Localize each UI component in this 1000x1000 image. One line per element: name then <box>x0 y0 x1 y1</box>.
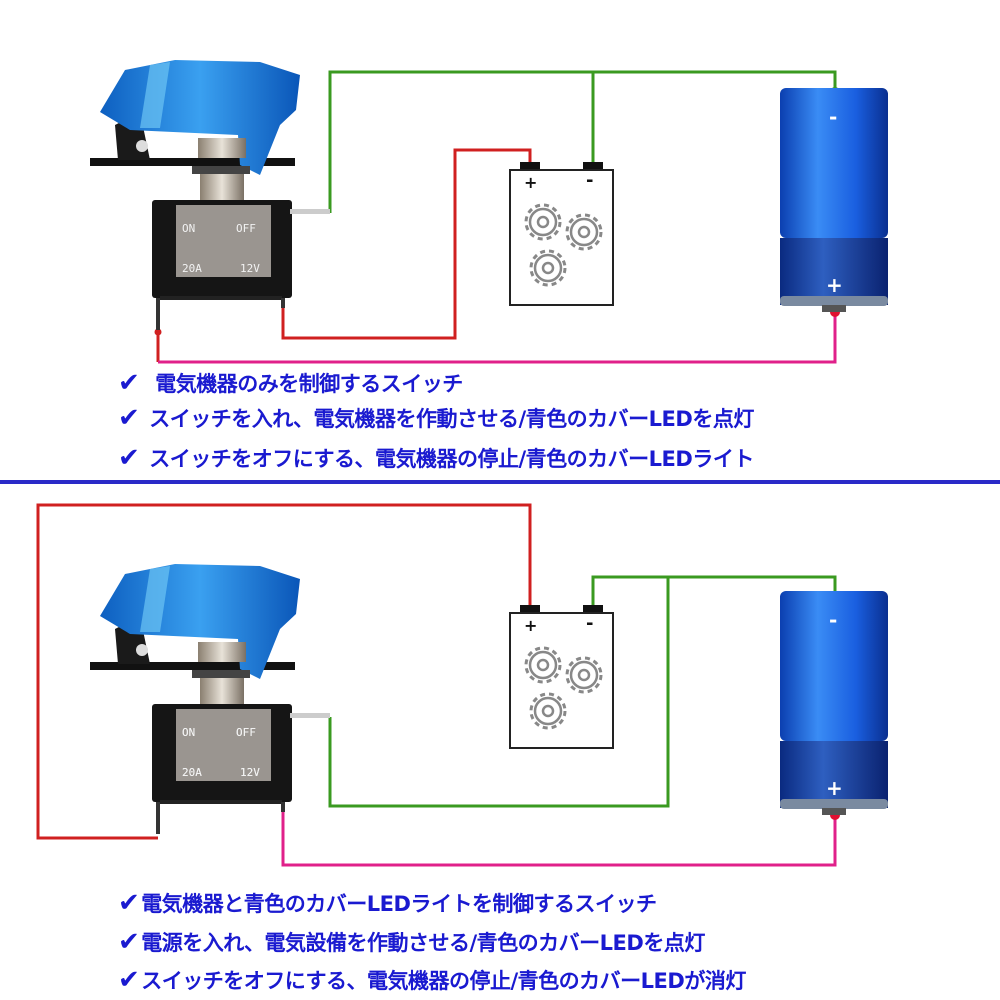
minus-label: - <box>586 170 593 191</box>
feature-line: ✔ スイッチをオフにする、電気機器の停止/青色のカバーLEDが消灯 <box>118 965 746 995</box>
battery-top: - + <box>780 88 888 312</box>
section-divider <box>0 480 1000 484</box>
switch-on-label: ON <box>182 222 195 235</box>
bottom-wires <box>36 503 840 867</box>
feature-line: ✔ 電気機器と青色のカバーLEDライトを制御するスイッチ <box>118 888 657 918</box>
minus-label: - <box>586 613 593 634</box>
feature-line: ✔ 電源を入れ、電気設備を作動させる/青色のカバーLEDを点灯 <box>118 927 705 957</box>
check-icon: ✔ <box>118 403 140 433</box>
check-icon: ✔ <box>118 888 140 918</box>
red-wire <box>281 148 532 340</box>
feature-text: スイッチをオフにする、電気機器の停止/青色のカバーLEDが消灯 <box>141 969 746 993</box>
gear-icon <box>565 213 603 251</box>
gear-icon <box>529 249 567 287</box>
check-icon: ✔ <box>118 443 140 473</box>
switch-volts-label: 12V <box>240 766 260 779</box>
gear-icon <box>524 203 562 241</box>
feature-text: 電気機器と青色のカバーLEDライトを制御するスイッチ <box>141 892 657 916</box>
green-wire <box>591 575 837 610</box>
plus-label: + <box>826 776 843 800</box>
check-icon: ✔ <box>118 368 140 398</box>
plus-label: + <box>524 173 537 192</box>
switch-amps-label: 20A <box>182 766 202 779</box>
switch-volts-label: 12V <box>240 262 260 275</box>
plus-label: + <box>826 273 843 297</box>
check-icon: ✔ <box>118 965 140 995</box>
switch-off-label: OFF <box>236 222 256 235</box>
feature-text: スイッチを入れ、電気機器を作動させる/青色のカバーLEDを点灯 <box>149 407 754 431</box>
check-icon: ✔ <box>118 927 140 957</box>
plus-label: + <box>524 616 537 635</box>
feature-text: スイッチをオフにする、電気機器の停止/青色のカバーLEDライト <box>149 447 754 471</box>
minus-label: - <box>829 105 837 129</box>
feature-text: 電気機器のみを制御するスイッチ <box>155 372 463 396</box>
switch-amps-label: 20A <box>182 262 202 275</box>
pink-wire <box>158 312 837 364</box>
switch-on-label: ON <box>182 726 195 739</box>
electrical-device-top: + - <box>509 162 614 306</box>
battery-bottom: - + <box>780 591 888 815</box>
switch-off-label: OFF <box>236 726 256 739</box>
feature-line: ✔ スイッチを入れ、電気機器を作動させる/青色のカバーLEDを点灯 <box>118 403 754 433</box>
feature-line: ✔ スイッチをオフにする、電気機器の停止/青色のカバーLEDライト <box>118 443 754 473</box>
green-wire-switch <box>328 577 670 808</box>
toggle-switch-bottom: ON OFF 20A 12V <box>90 564 330 834</box>
top-wires <box>154 70 840 364</box>
green-wire <box>328 70 837 213</box>
minus-label: - <box>829 608 837 632</box>
electrical-device-bottom: + - <box>510 605 613 748</box>
toggle-switch-top: ON OFF 20A 12V <box>90 60 330 330</box>
feature-text: 電源を入れ、電気設備を作動させる/青色のカバーLEDを点灯 <box>141 931 705 955</box>
red-wire <box>36 503 532 840</box>
feature-line: ✔ 電気機器のみを制御するスイッチ <box>118 368 463 398</box>
pink-wire <box>281 805 837 867</box>
